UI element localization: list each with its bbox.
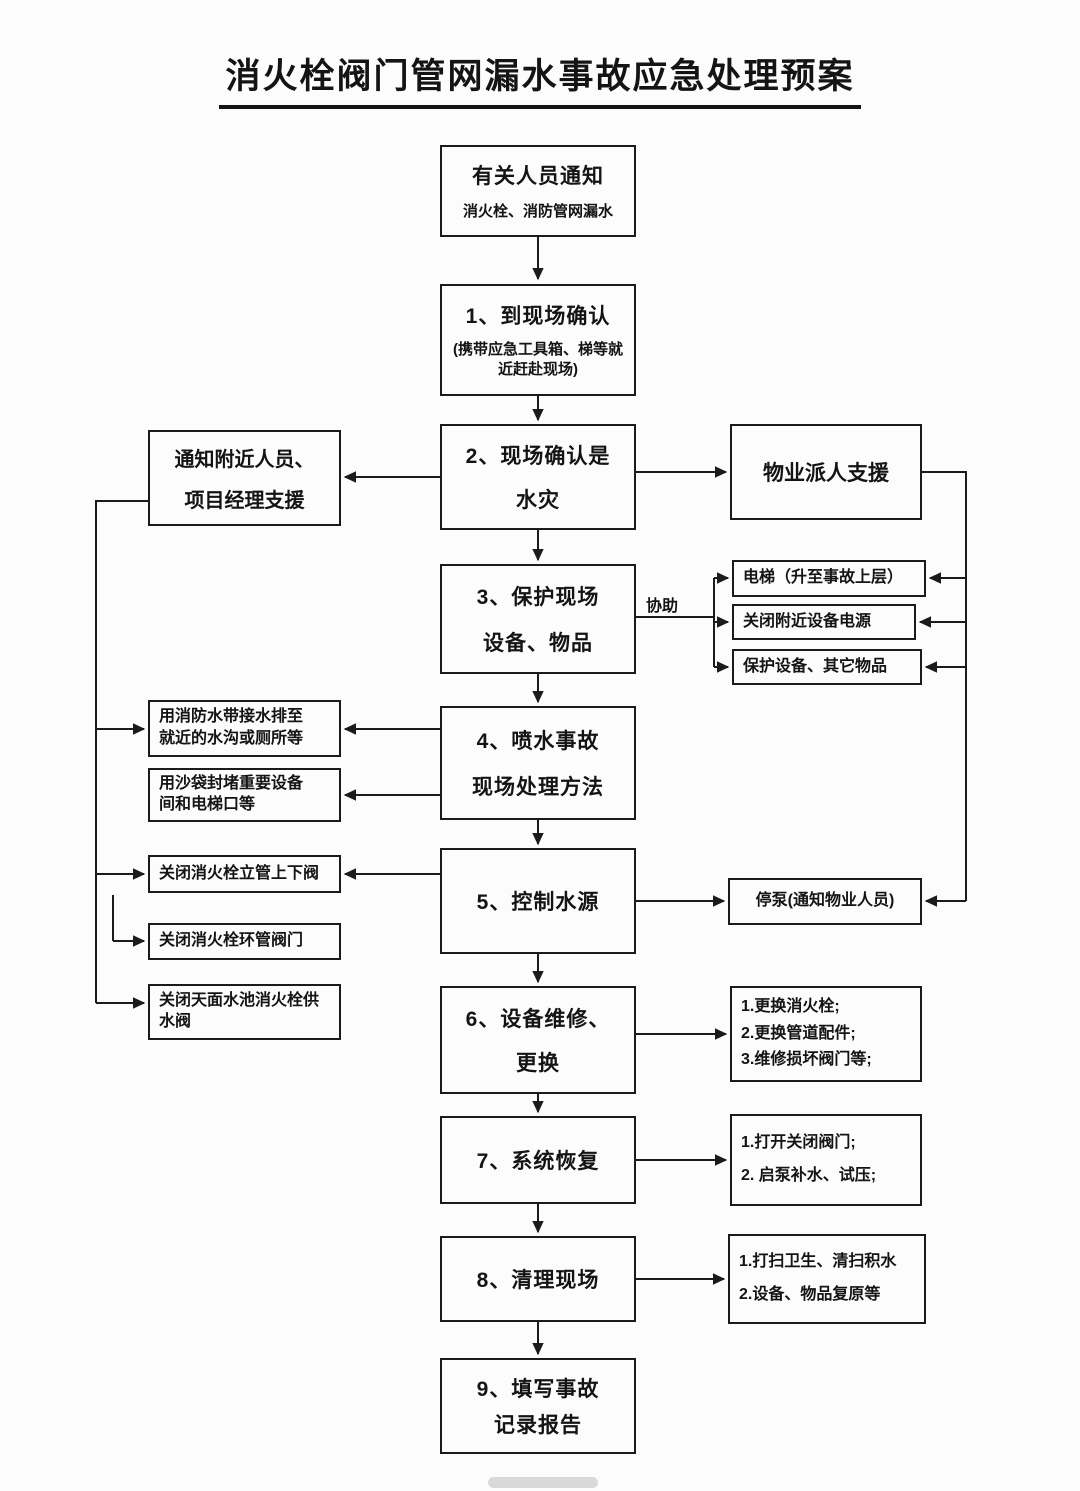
node-hose-drain-line2: 就近的水沟或厕所等 — [159, 730, 304, 748]
node-restore-list-item-1: 1.打开关闭阀门; — [741, 1133, 856, 1151]
node-step-1-title: 1、到现场确认 — [465, 304, 611, 328]
node-close-ring-valve: 关闭消火栓环管阀门 — [148, 923, 341, 960]
node-elevator: 电梯（升至事故上层） — [732, 560, 926, 597]
node-step-1: 1、到现场确认 (携带应急工具箱、梯等就近赶赴现场) — [440, 284, 636, 396]
node-step-5: 5、控制水源 — [440, 848, 636, 954]
node-close-roof-tank-valve-line1: 关闭天面水池消火栓供 — [159, 991, 320, 1009]
node-step-3: 3、保护现场 设备、物品 — [440, 564, 636, 674]
node-close-roof-tank-valve-line2: 水阀 — [159, 1013, 192, 1031]
node-close-riser-valve: 关闭消火栓立管上下阀 — [148, 855, 341, 893]
node-step-9-line1: 9、填写事故 — [476, 1378, 600, 1402]
node-step-4-line1: 4、喷水事故 — [476, 729, 600, 753]
node-step-4: 4、喷水事故 现场处理方法 — [440, 706, 636, 820]
node-hose-drain: 用消防水带接水排至 就近的水沟或厕所等 — [148, 700, 341, 757]
node-start-title: 有关人员通知 — [472, 164, 604, 188]
node-notify-nearby-line1: 通知附近人员、 — [174, 449, 315, 472]
node-step-4-line2: 现场处理方法 — [472, 776, 604, 800]
node-step-6-line1: 6、设备维修、 — [465, 1007, 611, 1031]
node-step-9: 9、填写事故 记录报告 — [440, 1358, 636, 1454]
node-step-8-line1: 8、清理现场 — [476, 1269, 600, 1292]
node-stop-pump-label: 停泵(通知物业人员) — [755, 892, 895, 910]
node-elevator-label: 电梯（升至事故上层） — [743, 569, 904, 587]
node-hose-drain-line1: 用消防水带接水排至 — [159, 708, 304, 726]
node-restore-list-item-2: 2. 启泵补水、试压; — [741, 1167, 877, 1185]
node-stop-pump: 停泵(通知物业人员) — [728, 878, 922, 925]
node-step-7: 7、系统恢复 — [440, 1116, 636, 1204]
connector-lines — [95, 237, 967, 1356]
node-step-3-line2: 设备、物品 — [483, 631, 593, 655]
node-repair-list-item-1: 1.更换消火栓; — [741, 998, 840, 1016]
node-step-2-line1: 2、现场确认是 — [465, 445, 611, 468]
node-start: 有关人员通知 消火栓、消防管网漏水 — [440, 145, 636, 237]
node-restore-list: 1.打开关闭阀门; 2. 启泵补水、试压; — [730, 1114, 922, 1206]
node-step-6-line2: 更换 — [516, 1052, 560, 1076]
node-step-3-line1: 3、保护现场 — [476, 586, 600, 610]
node-clean-list: 1.打扫卫生、清扫积水 2.设备、物品复原等 — [728, 1234, 926, 1324]
node-close-ring-valve-label: 关闭消火栓环管阀门 — [159, 932, 304, 950]
node-protect-equipment: 保护设备、其它物品 — [732, 649, 922, 685]
node-step-2-line2: 水灾 — [516, 489, 560, 512]
node-clean-list-item-1: 1.打扫卫生、清扫积水 — [739, 1253, 897, 1271]
assist-label: 协助 — [646, 598, 679, 615]
node-step-5-line1: 5、控制水源 — [476, 891, 600, 914]
node-power-off-label: 关闭附近设备电源 — [743, 612, 872, 630]
node-protect-equipment-label: 保护设备、其它物品 — [743, 657, 888, 675]
node-step-7-line1: 7、系统恢复 — [476, 1150, 600, 1173]
node-sandbag-block: 用沙袋封堵重要设备 间和电梯口等 — [148, 768, 341, 822]
footer-bar — [488, 1477, 598, 1488]
node-property-support: 物业派人支援 — [730, 424, 922, 520]
page-title: 消火栓阀门管网漏水事故应急处理预案 — [0, 48, 1080, 109]
node-repair-list-item-3: 3.维修损坏阀门等; — [741, 1050, 872, 1068]
node-notify-nearby-line2: 项目经理支援 — [184, 489, 305, 512]
node-repair-list-item-2: 2.更换管道配件; — [741, 1024, 856, 1042]
node-close-riser-valve-label: 关闭消火栓立管上下阀 — [159, 864, 320, 882]
node-step-9-line2: 记录报告 — [494, 1413, 582, 1437]
node-step-2: 2、现场确认是 水灾 — [440, 424, 636, 530]
node-notify-nearby: 通知附近人员、 项目经理支援 — [148, 430, 341, 526]
node-sandbag-block-line2: 间和电梯口等 — [159, 796, 256, 814]
node-close-roof-tank-valve: 关闭天面水池消火栓供 水阀 — [148, 984, 341, 1040]
node-step-1-subtitle: (携带应急工具箱、梯等就近赶赴现场) — [453, 340, 623, 378]
node-step-8: 8、清理现场 — [440, 1236, 636, 1322]
node-start-subtitle: 消火栓、消防管网漏水 — [462, 203, 613, 221]
page-title-text: 消火栓阀门管网漏水事故应急处理预案 — [219, 48, 861, 109]
node-clean-list-item-2: 2.设备、物品复原等 — [739, 1286, 881, 1304]
node-power-off: 关闭附近设备电源 — [732, 604, 916, 640]
node-step-6: 6、设备维修、 更换 — [440, 986, 636, 1094]
node-sandbag-block-line1: 用沙袋封堵重要设备 — [159, 775, 304, 793]
node-property-support-label: 物业派人支援 — [763, 462, 889, 485]
node-repair-list: 1.更换消火栓; 2.更换管道配件; 3.维修损坏阀门等; — [730, 986, 922, 1082]
